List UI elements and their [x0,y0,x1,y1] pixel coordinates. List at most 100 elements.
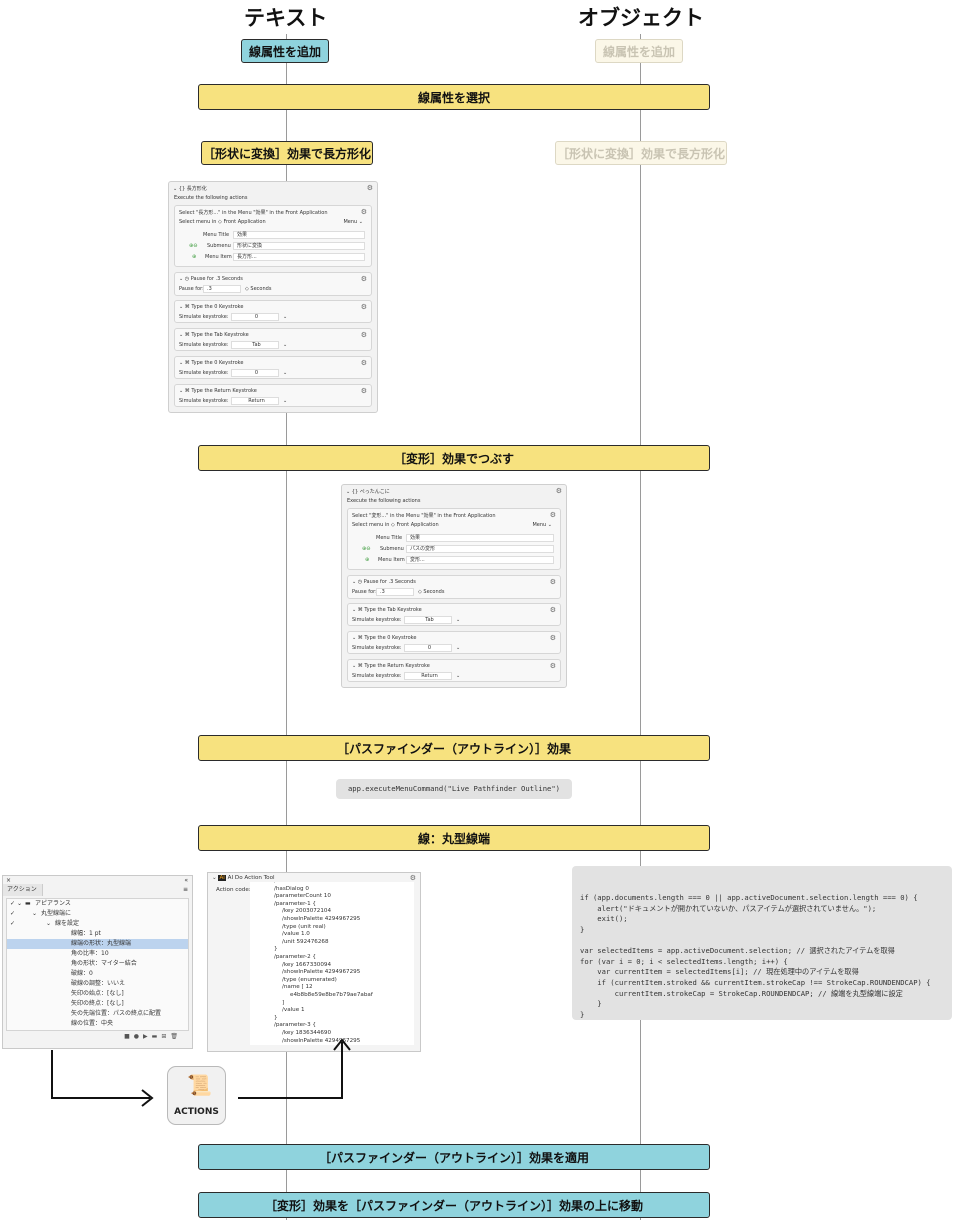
chevron-down-icon[interactable]: ⌄ [283,398,288,404]
keystroke-action[interactable]: ⌄ ⌘ Type the 0 Keystroke⚙Simulate keystr… [174,300,372,323]
add-icon[interactable]: ⊕ [192,254,197,260]
gear-icon[interactable]: ⚙ [360,303,367,311]
keystroke-label: Simulate keystroke: [179,398,229,404]
actions-list-item[interactable]: 線の位置：中央 [7,1019,188,1029]
action-code-field[interactable]: /aent 1/hasDialog 0/parameterCount 10/pa… [250,882,414,1045]
actions-list-item[interactable]: 線端の形状：丸型線端 [7,939,188,949]
add-line-attr-ghost-chip: 線属性を追加 [595,39,683,63]
keyboard-icon: ⌄ ⌘ [179,304,192,310]
keystroke-action[interactable]: ⌄ ⌘ Type the Return Keystroke⚙Simulate k… [347,659,561,682]
chevron-down-icon[interactable]: ⌄ [456,645,461,651]
check-icon[interactable]: ✓ [10,900,16,907]
chevron-down-icon[interactable]: ⌄ [456,617,461,623]
menu-item-field[interactable]: 変形... [406,556,554,564]
trash-icon[interactable]: 🗑 [170,1033,182,1040]
menu-item-label: Menu Item [205,254,232,260]
submenu-field[interactable]: パスの変形 [406,545,554,553]
keystroke-action[interactable]: ⌄ ⌘ Type the 0 Keystroke⚙Simulate keystr… [174,356,372,379]
select-menu-action[interactable]: Select "変形..." in the Menu "効果" in the F… [347,508,561,570]
keystroke-field[interactable]: Return [404,672,452,680]
keystroke-field[interactable]: 0 [231,369,279,377]
gear-icon[interactable]: ⚙ [549,511,556,519]
keystroke-field[interactable]: 0 [404,644,452,652]
record-icon[interactable]: ● [133,1033,144,1040]
panel-menu-icon[interactable]: ≡ [182,886,188,893]
keystroke-field[interactable]: 0 [231,313,279,321]
actions-list-item[interactable]: ✓⌄▬アピアランス [7,899,188,909]
keystroke-action[interactable]: ⌄ ⌘ Type the Return Keystroke⚙Simulate k… [174,384,372,407]
keystroke-action[interactable]: ⌄ ⌘ Type the Tab Keystroke⚙Simulate keys… [347,603,561,626]
submenu-field[interactable]: 形状に変換 [233,242,365,250]
actions-list-item[interactable]: ✓⌄線を設定 [7,919,188,929]
menu-item-field[interactable]: 長方形... [233,253,365,261]
keystroke-field[interactable]: Tab [404,616,452,624]
pause-unit[interactable]: ◇ Seconds [418,589,445,595]
add-remove-icon[interactable]: ⊕⊖ [362,546,371,552]
gear-icon[interactable]: ⚙ [549,662,556,670]
menu-dropdown[interactable]: Menu ⌄ [532,522,552,528]
keystroke-action[interactable]: ⌄ ⌘ Type the Tab Keystroke⚙Simulate keys… [174,328,372,351]
folder-icon[interactable]: ▬ [151,1033,162,1040]
gear-icon[interactable]: ⚙ [360,275,367,283]
chevron-down-icon[interactable]: ⌄ [283,370,288,376]
gear-icon[interactable]: ⚙ [366,184,373,192]
actions-list-item[interactable]: 矢印の始点：[なし] [7,989,188,999]
actions-list-item[interactable]: 角の形状：マイター結合 [7,959,188,969]
gear-icon[interactable]: ⚙ [549,606,556,614]
actions-list-item[interactable]: 角の比率：10 [7,949,188,959]
chevron-down-icon[interactable]: ⌄ [32,910,38,917]
action-code-line: } [274,946,278,953]
menu-dropdown[interactable]: Menu ⌄ [343,219,363,225]
chevron-down-icon[interactable]: ⌄ [283,342,288,348]
pause-value-field[interactable]: .3 [203,285,241,293]
play-icon[interactable]: ▶ [143,1033,152,1040]
actions-panel: × « アクション ≡ ✓⌄▬アピアランス✓⌄丸型線端に✓⌄線を設定線幅：1 p… [2,875,193,1049]
actions-tab[interactable]: アクション [3,884,43,896]
action-code-line: } [274,1014,278,1021]
keyboard-icon: ⌄ ⌘ [179,360,192,366]
actions-list-item[interactable]: 破線の調整：いいえ [7,979,188,989]
select-menu-action[interactable]: Select "長方形..." in the Menu "効果" in the … [174,205,372,267]
action-code-line: /value 1.0 [282,931,310,938]
action-code-line: /key 1836344690 [282,1030,332,1036]
chevron-down-icon[interactable]: ⌄ [456,673,461,679]
keystroke-label: Simulate keystroke: [352,673,402,679]
actions-list-item[interactable]: ✓⌄丸型線端に [7,909,188,919]
panel-close-icon[interactable]: × [6,877,12,884]
pause-value-field[interactable]: .3 [376,588,414,596]
keystroke-action[interactable]: ⌄ ⌘ Type the 0 Keystroke⚙Simulate keystr… [347,631,561,654]
menu-title-field[interactable]: 効果 [406,534,554,542]
gear-icon[interactable]: ⚙ [409,874,416,882]
gear-icon[interactable]: ⚙ [360,387,367,395]
actions-item-label: 線の位置：中央 [71,1020,114,1027]
gear-icon[interactable]: ⚙ [360,359,367,367]
squash-band: ［変形］効果でつぶす [198,445,710,471]
pause-action[interactable]: ⌄ ◷ Pause for .3 Seconds ⚙ Pause for: .3… [347,575,561,599]
gear-icon[interactable]: ⚙ [360,331,367,339]
gear-icon[interactable]: ⚙ [555,487,562,495]
gear-icon[interactable]: ⚙ [360,208,367,216]
actions-item-label: 矢印の始点：[なし] [71,990,124,997]
chevron-down-icon[interactable]: ⌄ [17,900,23,907]
check-icon[interactable]: ✓ [10,920,16,927]
menu-title-field[interactable]: 効果 [233,231,365,239]
actions-list-item[interactable]: 矢の先端位置：パスの終点に配置 [7,1009,188,1019]
chevron-down-icon[interactable]: ⌄ [283,314,288,320]
actions-list-item[interactable]: 破線：0 [7,969,188,979]
stop-icon[interactable]: ■ [124,1033,134,1040]
new-action-icon[interactable]: ⊞ [161,1033,171,1040]
add-icon[interactable]: ⊕ [365,557,370,563]
check-icon[interactable]: ✓ [10,910,16,917]
actions-list-item[interactable]: 矢印の終点：[なし] [7,999,188,1009]
text-column-line [286,34,287,1220]
chevron-down-icon[interactable]: ⌄ [46,920,52,927]
panel-collapse-icon[interactable]: « [184,877,188,884]
add-remove-icon[interactable]: ⊕⊖ [189,243,198,249]
pause-action[interactable]: ⌄ ◷ Pause for .3 Seconds ⚙ Pause for: .3… [174,272,372,296]
pause-unit[interactable]: ◇ Seconds [245,286,272,292]
keystroke-field[interactable]: Tab [231,341,279,349]
gear-icon[interactable]: ⚙ [549,578,556,586]
actions-list-item[interactable]: 線幅：1 pt [7,929,188,939]
keystroke-field[interactable]: Return [231,397,279,405]
gear-icon[interactable]: ⚙ [549,634,556,642]
